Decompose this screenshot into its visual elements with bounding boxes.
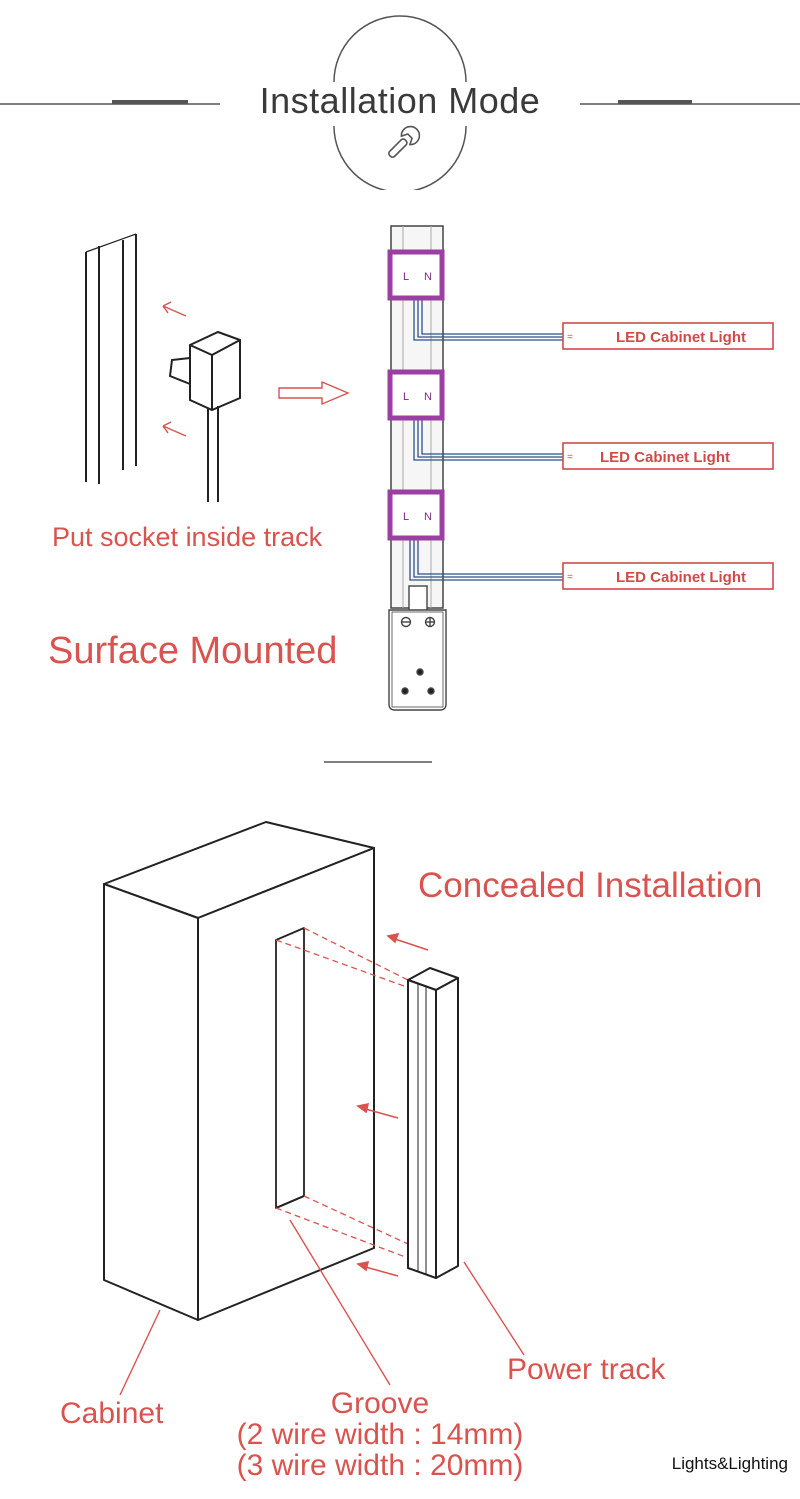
svg-text:=: = (567, 573, 573, 584)
insert-arrow-icon (162, 301, 187, 437)
led-cabinet-light-3: = LED Cabinet Light (562, 562, 774, 590)
socket-live-label: L (403, 271, 409, 283)
cabinet-box (103, 821, 375, 1321)
section-divider (324, 761, 432, 763)
socket-caption: Put socket inside track (52, 522, 323, 552)
wires (409, 298, 563, 581)
groove-2wire-width: (2 wire width : 14mm) (236, 1418, 524, 1451)
led-cabinet-light-1: = LED Cabinet Light (562, 322, 774, 350)
led-cabinet-light-2: = LED Cabinet Light (562, 442, 774, 470)
groove-label: Groove (330, 1387, 430, 1420)
ln-socket-2: L N (387, 369, 445, 421)
surface-mounted-heading: Surface Mounted (48, 630, 338, 672)
power-track-label: Power track (507, 1353, 666, 1386)
header-graphic (0, 15, 800, 190)
page-title: Installation Mode (259, 80, 541, 121)
svg-text:=: = (567, 333, 573, 344)
socket-neutral-label: N (424, 271, 432, 283)
groove-3wire-width: (3 wire width : 20mm) (236, 1449, 524, 1482)
track-panel (85, 233, 137, 484)
power-track-bar (407, 967, 459, 1279)
ln-socket-1: L N (387, 249, 445, 301)
socket-live-label: L (403, 391, 409, 403)
brand-watermark: Lights&Lighting (671, 1454, 788, 1473)
led-light-label: LED Cabinet Light (616, 329, 746, 346)
led-light-label: LED Cabinet Light (616, 569, 746, 586)
socket-neutral-label: N (424, 391, 432, 403)
groove-guides (275, 927, 409, 1259)
concealed-installation-heading: Concealed Installation (418, 866, 763, 905)
leader-lines (119, 1219, 525, 1396)
ln-socket-3: L N (387, 489, 445, 541)
socket-neutral-label: N (424, 511, 432, 523)
concealed-diagram (103, 821, 525, 1396)
led-light-label: LED Cabinet Light (600, 449, 730, 466)
end-cap (388, 585, 447, 711)
socket-live-label: L (403, 511, 409, 523)
surface-mounted-diagram: L N L N L N = LED Cabinet Light = LED Ca… (85, 225, 774, 711)
socket-plug (168, 330, 241, 502)
svg-text:=: = (567, 453, 573, 464)
cabinet-label: Cabinet (60, 1397, 164, 1430)
wrench-icon (388, 125, 421, 158)
direction-arrow-icon (356, 932, 429, 1277)
right-arrow-icon (278, 380, 350, 406)
